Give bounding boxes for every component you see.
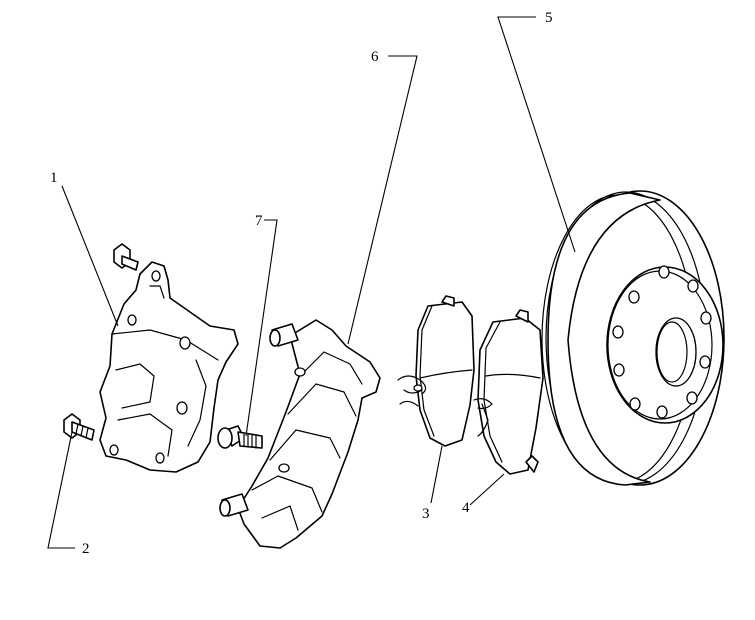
callout-3: 3 [422, 506, 430, 522]
guide-bolt [63, 413, 95, 441]
guide-pin-lower [219, 493, 249, 517]
inner-brake-pad [397, 295, 475, 447]
callout-4: 4 [462, 500, 470, 516]
pad-wear-spring [397, 375, 427, 407]
leader-3 [430, 445, 443, 504]
callout-6: 6 [371, 49, 379, 65]
leader-6 [347, 55, 418, 345]
caliper-bleed-bolt [113, 243, 139, 271]
caliper-carrier-bracket [219, 319, 381, 549]
leader-lines [47, 16, 576, 549]
pad-spring-clip [473, 398, 493, 437]
callout-7: 7 [255, 213, 263, 229]
leader-7 [245, 219, 278, 437]
callout-labels: 1 2 3 4 5 6 7 [50, 10, 553, 557]
outer-brake-pad [473, 309, 544, 475]
guide-pin-upper [269, 323, 299, 347]
callout-2: 2 [82, 541, 90, 557]
wheel-stud-holes [612, 265, 712, 419]
leader-2 [47, 431, 75, 549]
leader-1 [61, 185, 119, 327]
callout-1: 1 [50, 170, 58, 186]
leader-4 [469, 473, 505, 506]
carrier-bolt [217, 425, 263, 449]
callout-5: 5 [545, 10, 553, 26]
brake-disc [541, 190, 725, 486]
leader-5 [497, 16, 576, 253]
caliper-housing [99, 243, 239, 473]
